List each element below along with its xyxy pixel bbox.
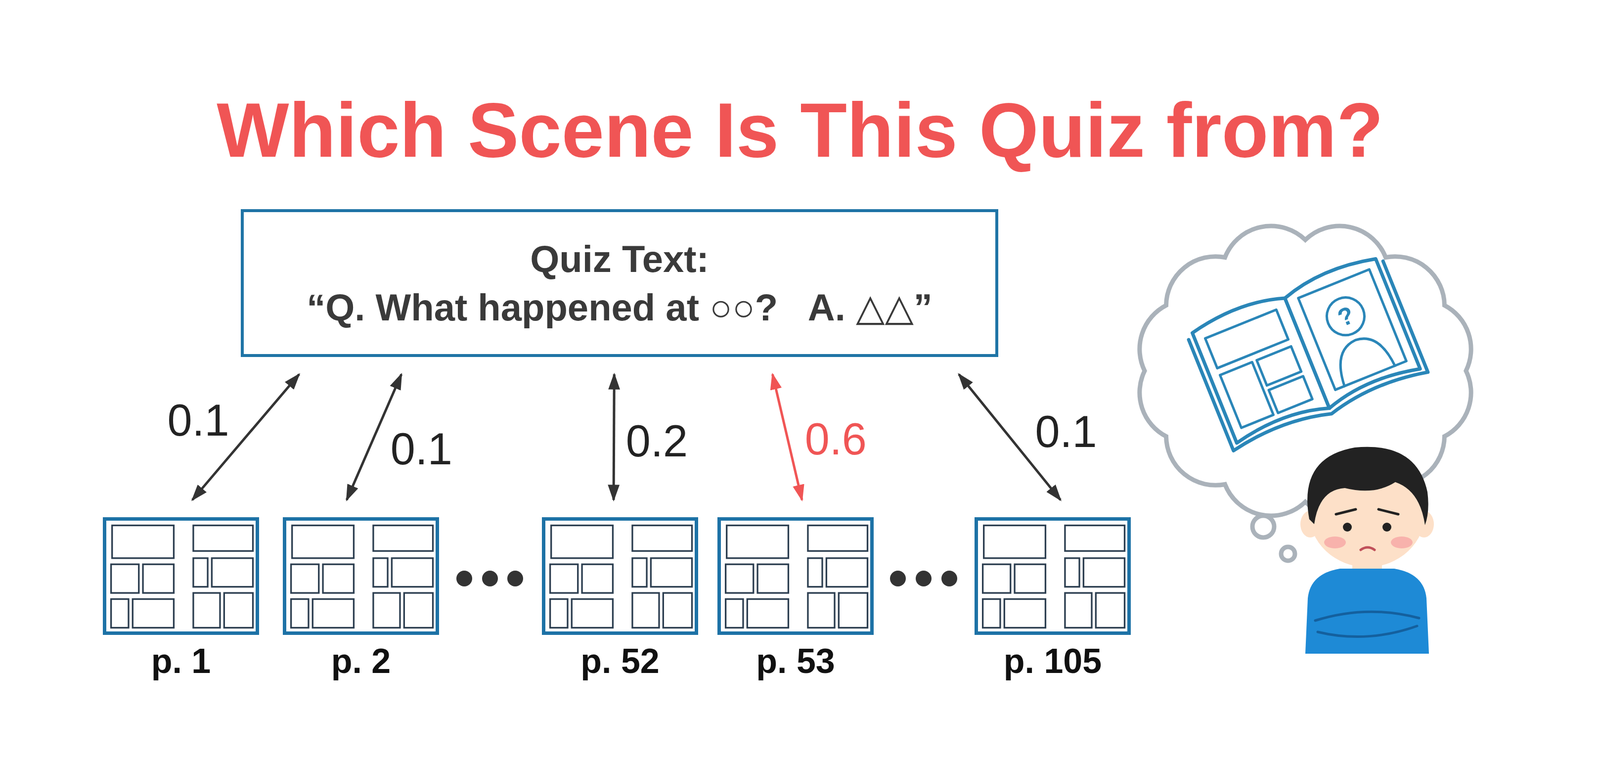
connector-arrow (613, 374, 615, 500)
manga-page: p. 2 (282, 517, 440, 635)
score-label: 0.1 (167, 398, 230, 443)
person-illustration (1300, 446, 1434, 654)
manga-panels (111, 525, 1125, 628)
page-number: p. 105 (1003, 642, 1102, 681)
page-number: p. 1 (151, 642, 212, 681)
manga-page: p. 105 (974, 517, 1131, 635)
score-label: 0.2 (625, 418, 688, 464)
score-label: 0.1 (1035, 409, 1098, 454)
title-text: Which Scene Is This Quiz from? (0, 84, 1600, 177)
quiz-text-box: Quiz Text:“Q. What happened at ○○? A. △△… (240, 209, 999, 357)
page-number: p. 53 (755, 642, 836, 681)
quiz-text: “Q. What happened at ○○? A. △△” (306, 284, 933, 330)
manga-page: p. 52 (541, 517, 699, 635)
connector-arrow (772, 374, 802, 500)
score-label: 0.6 (804, 416, 867, 462)
manga-page: p. 53 (717, 517, 874, 635)
box-heading: Quiz Text: (530, 236, 710, 282)
score-label: 0.1 (390, 426, 453, 472)
manga-page: p. 1 (102, 517, 260, 635)
ellipsis-dots (456, 570, 958, 587)
page-number: p. 2 (331, 642, 392, 681)
page-number: p. 52 (580, 642, 660, 681)
open-book-icon (1184, 251, 1429, 453)
